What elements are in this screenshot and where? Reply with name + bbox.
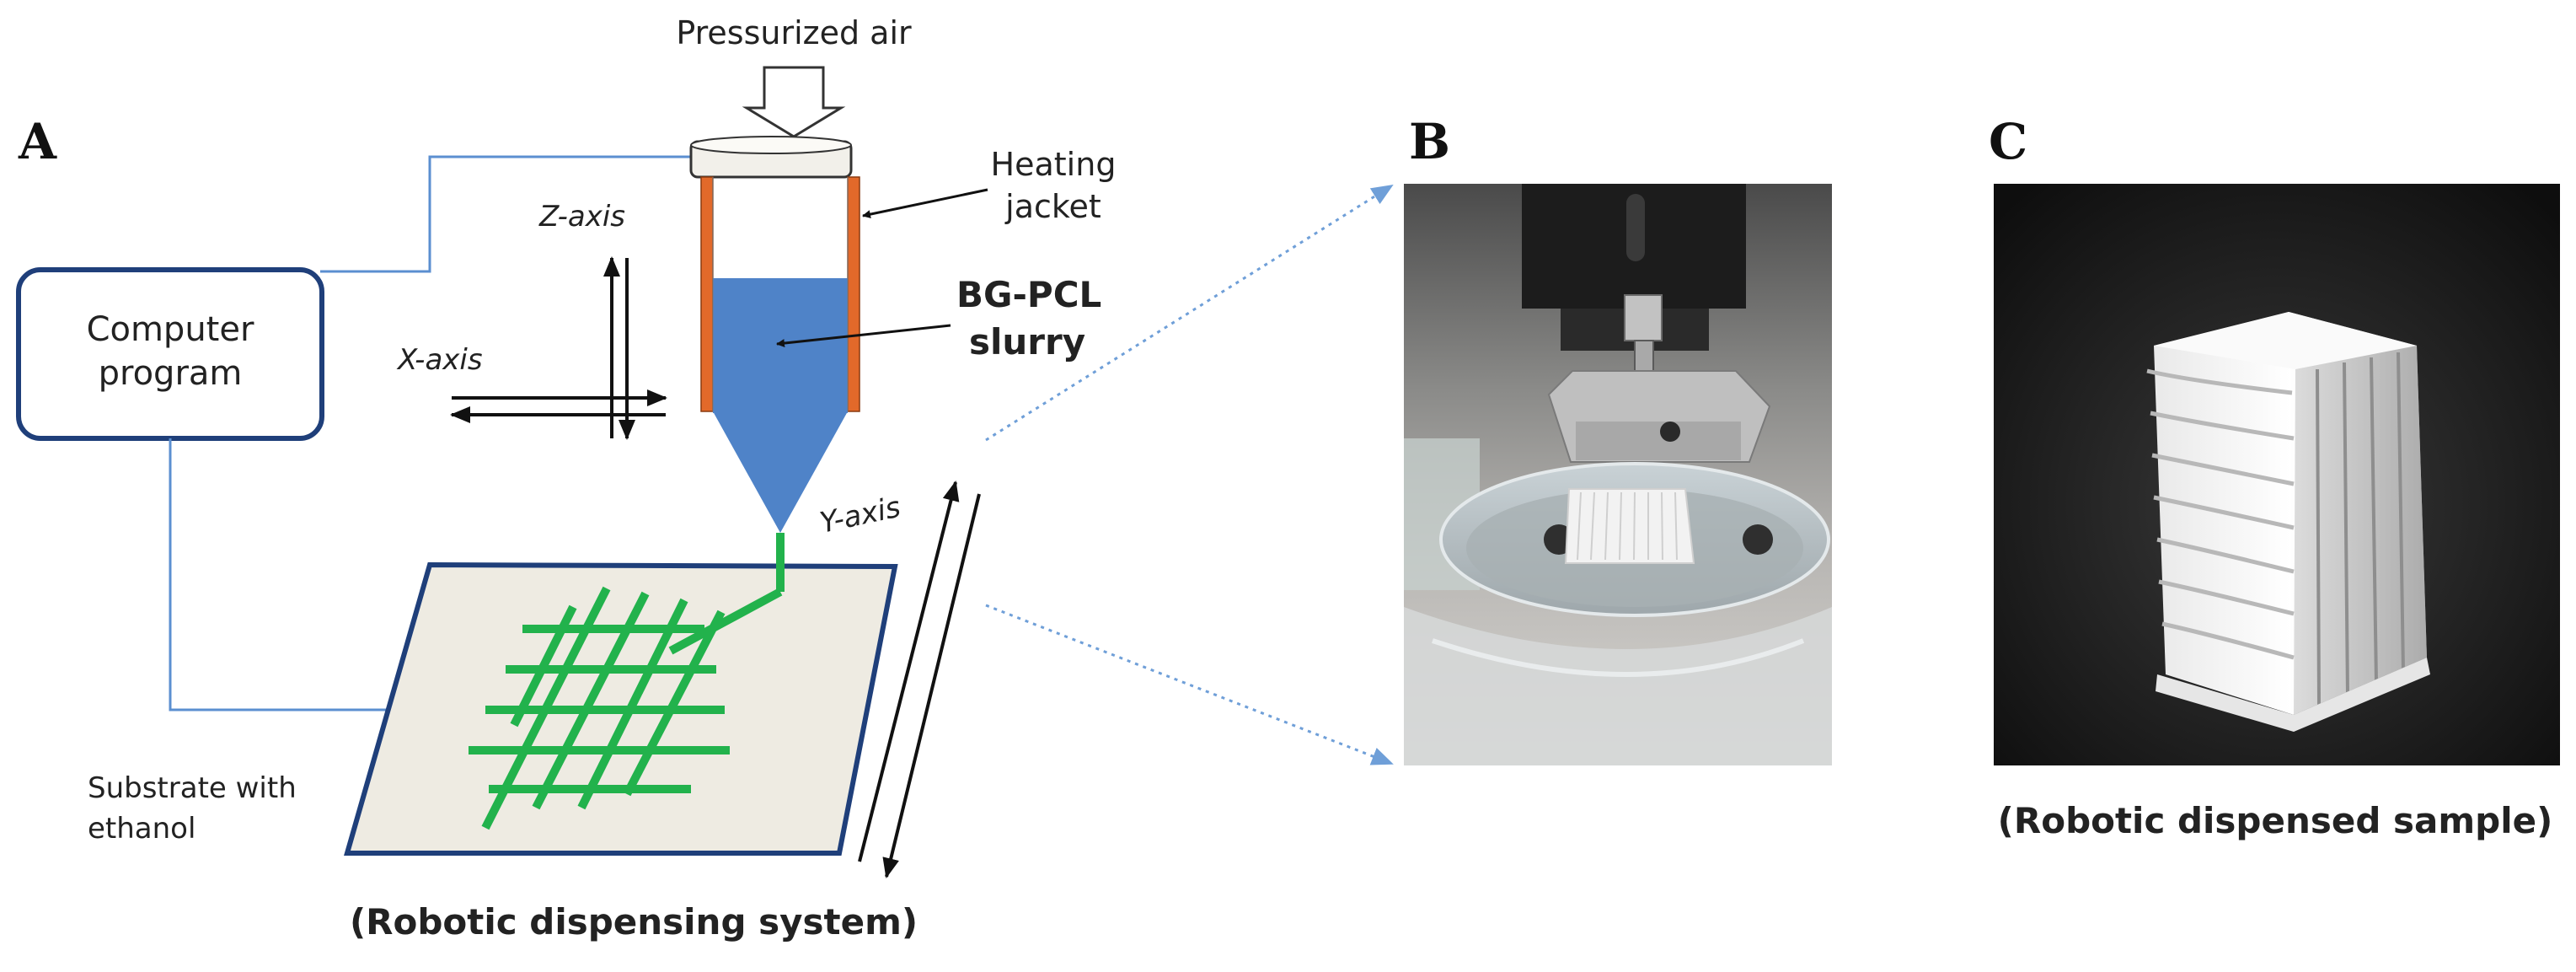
y-axis-arrow-down: [882, 493, 981, 878]
substrate-line1: Substrate with: [88, 771, 297, 805]
panel-b-letter: B: [1409, 113, 1450, 170]
y-axis-label: Y-axis: [817, 491, 904, 540]
panel-b: B: [1404, 113, 1832, 765]
program-to-dispenser-line: [320, 155, 693, 273]
panel-c-caption: (Robotic dispensed sample): [1998, 800, 2553, 841]
pressurized-air-label: Pressurized air: [676, 14, 912, 51]
y-axis-arrow-up: [858, 481, 960, 862]
computer-program-line1: Computer: [87, 310, 254, 349]
computer-program-line2: program: [99, 354, 243, 393]
panel-a-letter: A: [18, 113, 57, 170]
substrate-line2: ethanol: [88, 812, 195, 846]
deposited-lattice: [469, 533, 785, 830]
heating-jacket-left: [700, 176, 714, 412]
heating-jacket-arrow: [862, 188, 988, 219]
program-to-substrate-line: [169, 438, 386, 712]
panel-c: C: [1989, 113, 2560, 841]
heating-jacket-line2: jacket: [1004, 188, 1101, 225]
zoom-guide-bottom: [985, 604, 1394, 765]
panel-c-letter: C: [1989, 113, 2027, 170]
photo-dispensed-sample: [1994, 184, 2560, 765]
pressurized-air-arrow: [742, 66, 846, 138]
slurry-line2: slurry: [969, 321, 1085, 362]
panel-a-caption: (Robotic dispensing system): [350, 901, 918, 942]
slurry-fill: [713, 278, 848, 413]
syringe-nozzle: [713, 411, 848, 533]
heating-jacket-line1: Heating: [991, 146, 1117, 183]
slurry-line1: BG-PCL: [956, 274, 1101, 315]
panel-a: A Pressurized air Computer program Heati…: [16, 14, 1117, 942]
slurry-arrow: [776, 324, 951, 348]
heating-jacket-right: [847, 176, 860, 412]
x-axis-label: X-axis: [396, 343, 483, 377]
zoom-guide-top: [985, 184, 1394, 442]
photo-dispensing-setup: [1404, 184, 1832, 765]
dispenser-syringe: [689, 136, 860, 533]
z-axis-label: Z-axis: [538, 200, 625, 234]
